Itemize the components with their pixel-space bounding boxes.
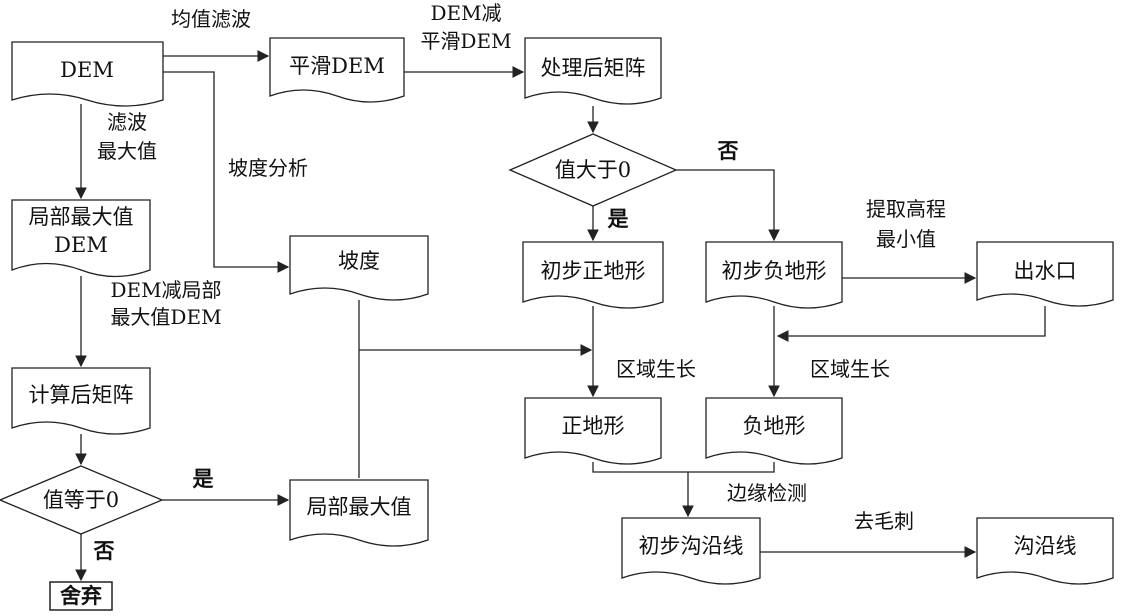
node-computed-matrix-label: 计算后矩阵 [29,383,134,407]
label-extract-min-1: 提取高程 [866,197,946,221]
label-no-top: 否 [718,138,739,163]
label-filter-max-1: 滤波 [107,110,147,134]
node-processed-matrix: 处理后矩阵 [524,37,662,105]
label-filter-max-2: 最大值 [97,139,157,163]
connectors [75,50,1046,582]
node-pos-initial: 初步正地形 [522,241,664,309]
label-edge-detect: 边缘检测 [727,481,807,505]
node-gully-line-label: 沟沿线 [1014,534,1077,558]
node-negative-landform: 负地形 [705,397,843,465]
edge-landforms-merge [592,462,775,473]
label-region-grow-right: 区域生长 [810,357,890,381]
label-region-grow-left: 区域生长 [616,357,696,381]
node-smooth-dem-label: 平滑DEM [289,54,385,78]
node-slope-label: 坡度 [338,249,380,273]
label-yes-bottom: 是 [193,466,214,491]
label-dem-minus-smooth-2: 平滑DEM [420,29,511,53]
edge-gt-neg [676,169,780,242]
node-processed-matrix-label: 处理后矩阵 [541,56,646,80]
node-positive-landform: 正地形 [524,397,662,465]
edge-outlet-back [776,306,1046,342]
label-dem-minus-local-1: DEM减局部 [110,278,221,302]
node-eq-zero-label: 值等于0 [43,488,119,512]
node-pos-initial-label: 初步正地形 [541,259,646,283]
node-discard: 舍弃 [49,581,113,611]
node-dem: DEM [11,41,164,107]
node-outlet: 出水口 [976,241,1114,307]
label-slope-analysis: 坡度分析 [228,156,308,180]
node-eq-zero: 值等于0 [0,465,164,535]
node-discard-label: 舍弃 [60,583,102,608]
node-gt-zero-label: 值大于0 [555,158,631,182]
edge-dem-slope [163,71,290,273]
node-dem-label: DEM [60,58,114,82]
node-computed-matrix: 计算后矩阵 [11,367,151,435]
node-outlet-label: 出水口 [1014,259,1077,283]
node-gully-line: 沟沿线 [976,517,1114,585]
node-gt-zero: 值大于0 [508,133,678,207]
label-no-bottom: 否 [94,538,115,563]
node-local-max-dem-label-1: 局部最大值 [29,205,134,229]
label-mean-filter: 均值滤波 [171,7,251,31]
node-local-max: 局部最大值 [289,479,429,547]
node-local-max-dem: 局部最大值 DEM [11,199,151,278]
node-gully-initial-label: 初步沟沿线 [639,534,744,558]
node-neg-initial-label: 初步负地形 [722,259,827,283]
label-extract-min-2: 最小值 [876,227,936,251]
label-deburr: 去毛刺 [854,509,914,533]
node-slope: 坡度 [289,235,429,301]
label-dem-minus-local-2: 最大值DEM [110,305,221,329]
node-smooth-dem: 平滑DEM [269,37,405,103]
node-positive-landform-label: 正地形 [562,414,625,438]
label-yes-mid: 是 [608,206,629,231]
label-dem-minus-smooth-1: DEM减 [430,1,501,25]
node-neg-initial: 初步负地形 [705,241,843,309]
node-gully-initial: 初步沟沿线 [621,517,761,585]
edge-labels: 均值滤波 DEM减 平滑DEM 滤波 最大值 坡度分析 否 是 提取高程 最小值… [94,1,947,563]
node-negative-landform-label: 负地形 [743,414,806,438]
node-local-max-label: 局部最大值 [307,495,412,519]
node-local-max-dem-label-2: DEM [54,233,108,257]
